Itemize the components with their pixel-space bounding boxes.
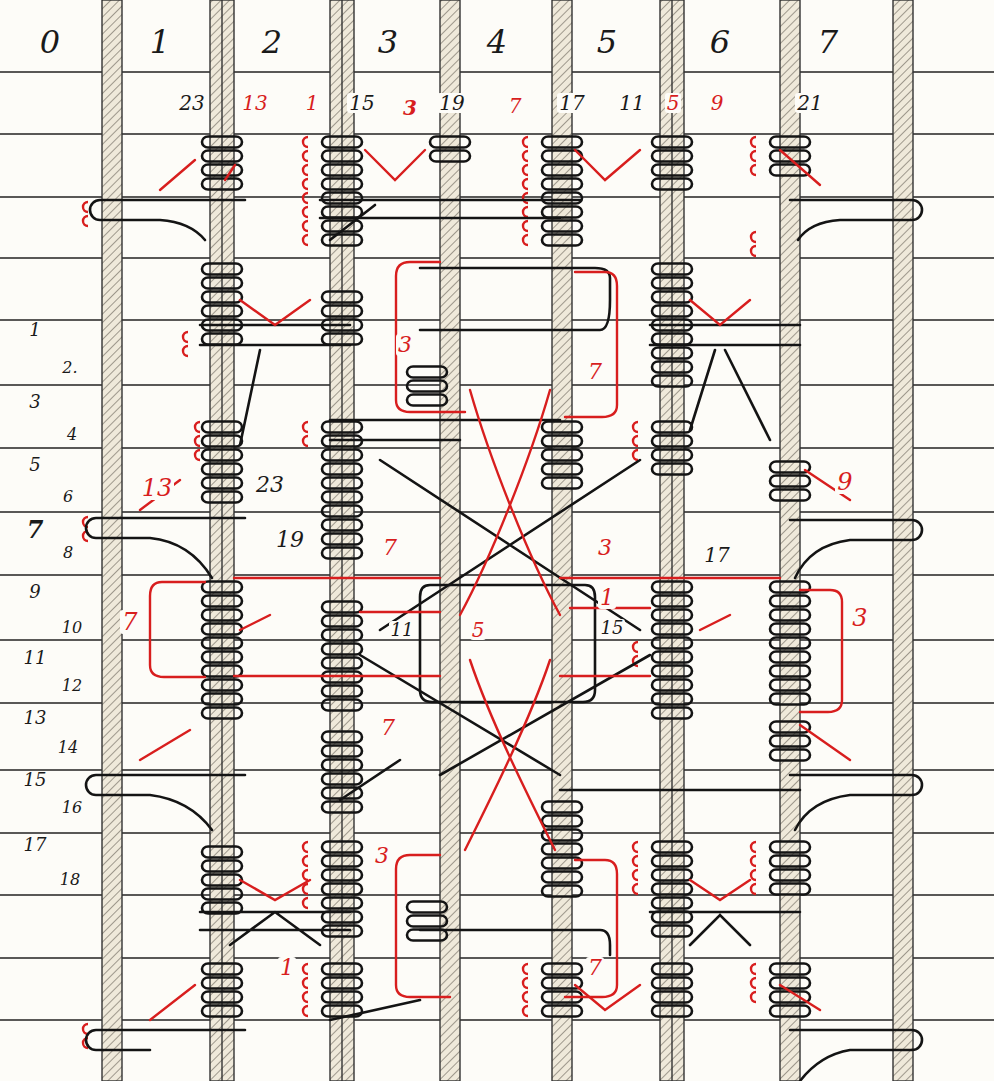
hatched-bars [102, 0, 913, 1081]
column-number: 1 [148, 26, 172, 58]
thread-number: 9 [709, 93, 726, 113]
callout-number: 17 [22, 836, 49, 854]
callout-number: 16 [60, 800, 84, 816]
callout-number: 3 [373, 845, 391, 867]
callout-number: 15 [22, 771, 49, 789]
column-number: 2 [260, 26, 284, 58]
callout-number: 12 [60, 678, 84, 694]
black-threads [86, 200, 922, 1081]
callout-number: 5 [470, 620, 487, 640]
thread-number: 19 [437, 93, 466, 113]
thread-number: 7 [507, 96, 524, 116]
callout-number: 7 [25, 518, 46, 542]
callout-number: 3 [27, 393, 42, 411]
thread-number: 13 [240, 93, 269, 113]
thread-number: 17 [557, 93, 586, 113]
column-number: 6 [708, 26, 732, 58]
thread-number: 1 [304, 93, 321, 113]
thread-number: 11 [617, 93, 646, 113]
red-threads [140, 150, 850, 1020]
callout-number: 9 [27, 583, 42, 601]
ruled-lines [0, 72, 994, 1020]
callout-number: 3 [596, 537, 614, 559]
callout-number: 7 [381, 537, 399, 559]
callout-number: 10 [60, 620, 84, 636]
callout-number: 18 [58, 872, 82, 888]
callout-number: 2. [60, 360, 79, 376]
column-number: 4 [485, 26, 509, 58]
thread-number: 23 [177, 93, 206, 113]
callout-number: 19 [274, 529, 306, 551]
coil-stacks [200, 135, 812, 1018]
callout-number: 1 [278, 957, 296, 979]
callout-number: 3 [850, 606, 869, 630]
column-number: 3 [376, 26, 400, 58]
callout-number: 7 [120, 610, 139, 634]
column-number: 7 [816, 26, 840, 58]
thread-number: 5 [665, 93, 682, 113]
callout-number: 11 [389, 621, 416, 639]
callout-number: 8 [61, 545, 75, 561]
callout-number: 9 [835, 470, 854, 494]
callout-number: 13 [22, 709, 49, 727]
callout-number: 11 [22, 649, 49, 667]
callout-number: 1 [598, 587, 616, 609]
callout-number: 1 [27, 321, 42, 339]
callout-number: 17 [702, 545, 731, 565]
column-number: 0 [38, 26, 62, 58]
thread-number: 21 [795, 93, 824, 113]
callout-number: 5 [27, 456, 42, 474]
callout-number: 7 [586, 361, 604, 383]
callout-number: 7 [379, 717, 397, 739]
callout-number: 7 [586, 957, 604, 979]
callout-number: 6 [61, 489, 75, 505]
callout-number: 3 [396, 334, 414, 356]
callout-number: 23 [254, 474, 286, 496]
thread-number: 15 [347, 93, 376, 113]
callout-number: 4 [65, 427, 79, 443]
callout-number: 14 [56, 740, 80, 756]
callout-number: 15 [599, 619, 626, 637]
thread-number: 3 [401, 98, 419, 118]
column-number: 5 [595, 26, 619, 58]
callout-number: 13 [140, 476, 175, 500]
